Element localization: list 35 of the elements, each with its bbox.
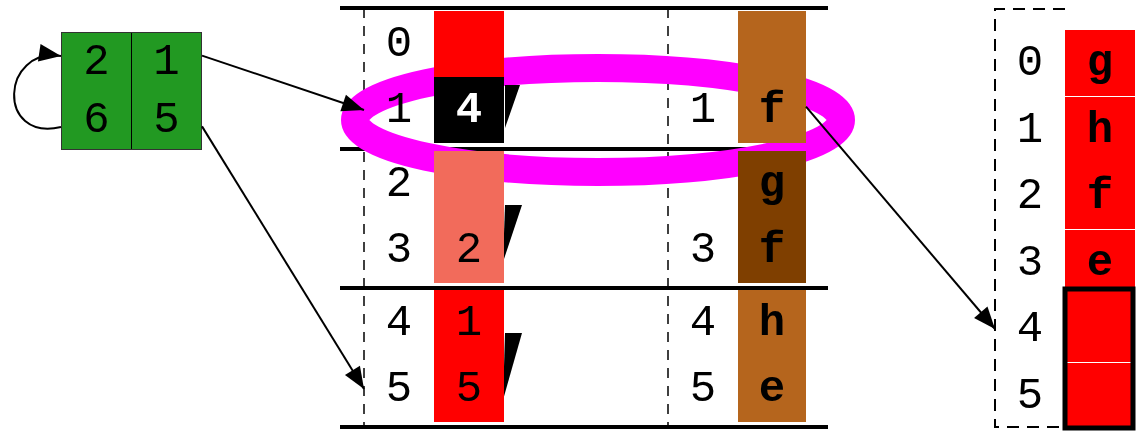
array-value: e <box>1065 229 1135 296</box>
array-index: 1 <box>1015 103 1045 157</box>
array-index: 4 <box>688 297 718 350</box>
array-index: 4 <box>1015 303 1045 356</box>
record-field: 2 <box>62 33 132 91</box>
array-index: 0 <box>384 18 414 71</box>
record-field: 6 <box>62 91 132 149</box>
array-index: 5 <box>1015 369 1045 423</box>
array-index: 3 <box>688 223 718 277</box>
array-index: 5 <box>688 363 718 416</box>
array-value: 1 <box>434 290 504 356</box>
array-index: 4 <box>384 297 414 350</box>
array-value: f <box>738 216 806 283</box>
record-box <box>61 32 202 150</box>
array-index: 1 <box>688 84 718 137</box>
array-value: g <box>738 150 806 217</box>
array-value: g <box>1065 30 1135 96</box>
arrow <box>201 125 365 390</box>
array-index: 3 <box>1015 236 1045 290</box>
array-value: f <box>1065 163 1135 229</box>
array-index: 2 <box>384 157 414 211</box>
array-index: 3 <box>384 223 414 277</box>
array-index: 0 <box>1015 37 1045 90</box>
array-index: 2 <box>1015 170 1045 223</box>
array-value: h <box>1065 96 1135 163</box>
array-value: 5 <box>434 356 504 422</box>
array-value: h <box>738 290 806 356</box>
record-field: 1 <box>132 33 201 91</box>
arrow <box>13 46 62 130</box>
array-value: 2 <box>434 216 504 283</box>
record-field: 5 <box>132 91 201 149</box>
array-index: 5 <box>384 363 414 416</box>
arrow <box>201 54 365 112</box>
array-value: e <box>738 356 806 422</box>
array-value: f <box>738 77 806 143</box>
